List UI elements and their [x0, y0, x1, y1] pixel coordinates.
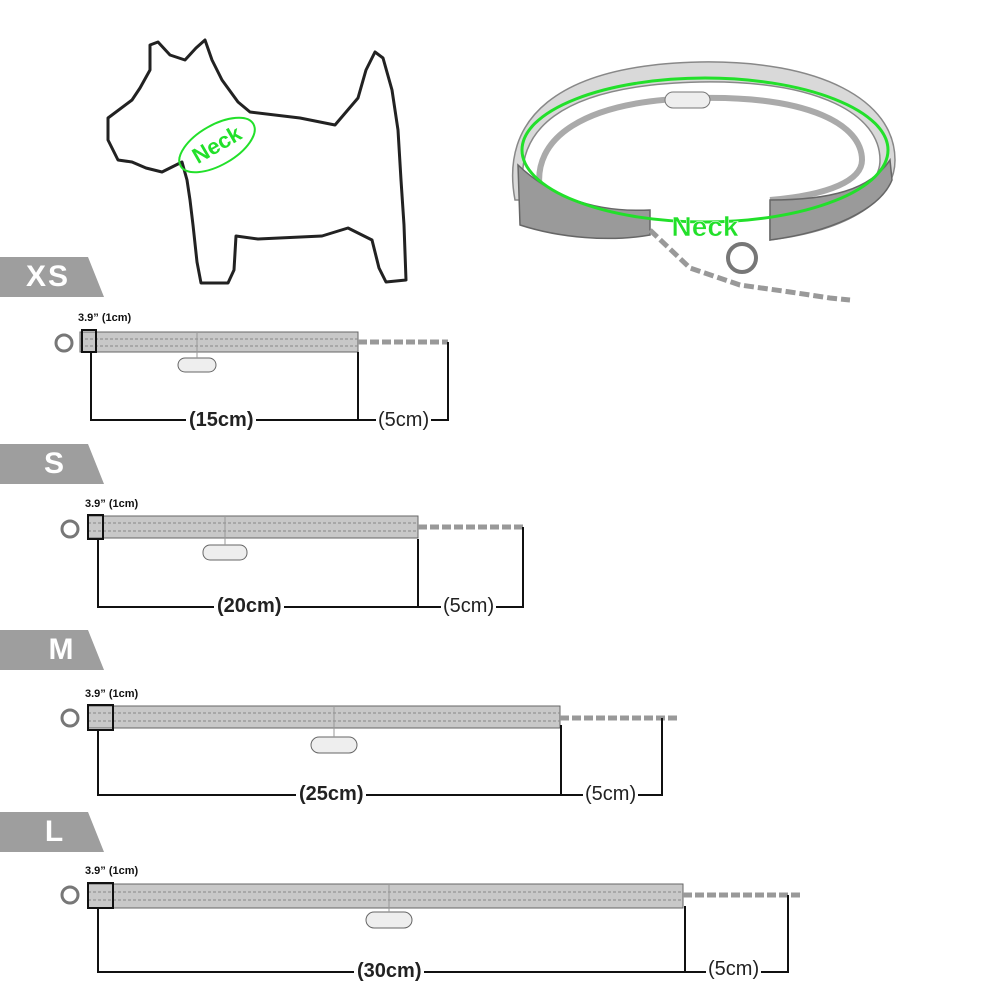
size-tag-xs: XS: [0, 257, 104, 297]
size-tag-label: S: [43, 447, 66, 480]
bone-charm-top: [664, 91, 711, 109]
collar-front-right: [769, 157, 893, 241]
tag-shape: [0, 812, 104, 852]
neck-line: [520, 76, 890, 224]
extension-chain: [648, 228, 851, 303]
bone-charm: [177, 357, 217, 373]
clasp-note: 3.9” (1cm): [85, 865, 139, 877]
clasp-ring: [60, 708, 80, 728]
clasp-box: [81, 329, 97, 353]
extension-label: (5cm): [376, 409, 432, 432]
clasp-ring: [60, 885, 80, 905]
size-tag-label: XS: [25, 260, 71, 293]
clasp-box: [87, 514, 104, 540]
collar-band-inner: [536, 94, 866, 203]
bone-charm: [310, 736, 358, 754]
rhinestone-band: [87, 515, 419, 539]
clasp-box: [87, 882, 114, 909]
clasp-box: [87, 704, 114, 731]
clasp-note: 3.9” (1cm): [85, 688, 139, 700]
neck-indicator: [178, 116, 256, 174]
size-tag-label: L: [44, 815, 66, 848]
size-tag-m: M: [0, 630, 104, 670]
size-tag-s: S: [0, 444, 104, 484]
dog-silhouette: Neck: [106, 38, 408, 285]
tag-shape: [0, 257, 104, 297]
length-label: (30cm): [354, 960, 425, 983]
extension-label: (5cm): [583, 783, 639, 806]
bone-charm: [202, 544, 248, 561]
neck-label-dog: Neck: [188, 120, 247, 168]
tag-shape: [0, 630, 104, 670]
collar-illustration: Neck: [511, 61, 896, 303]
clasp-ring: [60, 519, 80, 539]
tag-shape: [0, 444, 104, 484]
length-label: (15cm): [186, 409, 257, 432]
rhinestone-band: [87, 705, 561, 729]
size-tag-l: L: [0, 812, 104, 852]
extension-label: (5cm): [706, 958, 762, 981]
collar-diagram-l: [60, 882, 800, 973]
length-label: (20cm): [214, 595, 285, 618]
neck-label-collar: Neck: [672, 211, 739, 242]
dog-outline: [106, 38, 408, 285]
extension-label: (5cm): [441, 595, 497, 618]
clasp-note: 3.9” (1cm): [78, 312, 132, 324]
rhinestone-band: [87, 883, 684, 909]
length-label: (25cm): [296, 783, 367, 806]
lobster-clasp: [726, 242, 758, 274]
clasp-ring: [54, 333, 74, 353]
bone-charm: [365, 911, 413, 929]
clasp-note: 3.9” (1cm): [85, 498, 139, 510]
size-tag-label: M: [48, 633, 76, 666]
rhinestone-band: [79, 331, 359, 353]
